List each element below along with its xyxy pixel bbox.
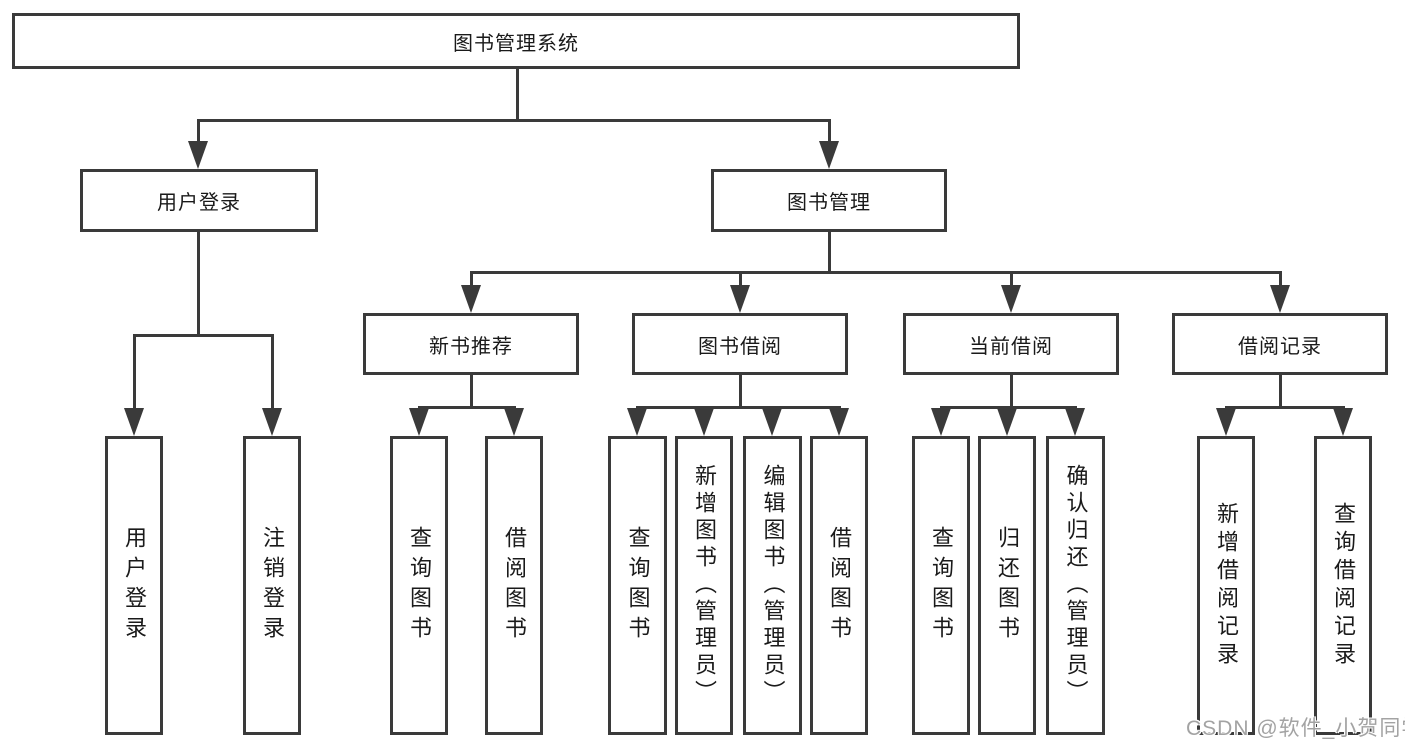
arrow-down-icon [694, 408, 714, 436]
leaf-borrow-books: 借阅图书 [810, 436, 868, 735]
leaf-logout: 注销登录 [243, 436, 301, 735]
leaf-label: 借阅图书 [827, 525, 852, 646]
connector-drop [271, 334, 274, 416]
arrow-down-icon [124, 408, 144, 436]
arrow-down-icon [262, 408, 282, 436]
leaf-label: 查询图书 [625, 525, 651, 646]
leaf-label: 归还图书 [995, 525, 1020, 646]
connector-stem [197, 232, 200, 337]
arrow-down-icon [730, 285, 750, 313]
node-book-borrow: 图书借阅 [632, 313, 848, 375]
connector-bus [197, 119, 831, 122]
leaf-query-books-borrow: 查询图书 [608, 436, 667, 735]
leaf-user-login-label: 用户登录 [122, 525, 147, 646]
leaf-query-books-current: 查询图书 [912, 436, 970, 735]
leaf-label: 查询图书 [929, 525, 954, 646]
leaf-label: 查询图书 [407, 525, 432, 646]
leaf-user-login: 用户登录 [105, 436, 163, 735]
arrow-down-icon [829, 408, 849, 436]
arrow-down-icon [1333, 408, 1353, 436]
leaf-logout-label: 注销登录 [260, 525, 285, 646]
arrow-down-icon [1065, 408, 1085, 436]
arrow-down-icon [1216, 408, 1236, 436]
leaf-edit-book-admin: 编辑图书（管理员） [743, 436, 802, 735]
connector-drop [197, 119, 200, 149]
node-user-login: 用户登录 [80, 169, 318, 232]
arrow-down-icon [931, 408, 951, 436]
connector-stem [1010, 375, 1013, 409]
connector-bus [418, 406, 516, 409]
node-book-management: 图书管理 [711, 169, 947, 232]
connector-stem [516, 69, 519, 122]
arrow-down-icon [188, 141, 208, 169]
connector-stem [470, 375, 473, 409]
arrow-down-icon [461, 285, 481, 313]
watermark: CSDN @软件_小贺同学 [1186, 717, 1405, 740]
arrow-down-icon [1270, 285, 1290, 313]
leaf-add-borrow-record: 新增借阅记录 [1197, 436, 1255, 735]
connector-drop [739, 271, 742, 293]
leaf-label: 借阅图书 [502, 525, 527, 646]
leaf-query-books-recommend: 查询图书 [390, 436, 448, 735]
leaf-label: 确认归还（管理员） [1063, 464, 1089, 707]
node-library-system: 图书管理系统 [12, 13, 1020, 69]
connector-bus [133, 334, 274, 337]
node-current-borrow: 当前借阅 [903, 313, 1119, 375]
node-borrow-records: 借阅记录 [1172, 313, 1388, 375]
connector-drop [133, 334, 136, 416]
leaf-query-borrow-record: 查询借阅记录 [1314, 436, 1372, 735]
arrow-down-icon [819, 141, 839, 169]
arrow-down-icon [762, 408, 782, 436]
connector-bus [1225, 406, 1345, 409]
leaf-label: 新增借阅记录 [1214, 501, 1239, 670]
leaf-confirm-return-admin: 确认归还（管理员） [1046, 436, 1105, 735]
connector-stem [828, 232, 831, 274]
leaf-label: 查询借阅记录 [1331, 501, 1356, 670]
leaf-add-book-admin: 新增图书（管理员） [675, 436, 733, 735]
leaf-label: 编辑图书（管理员） [760, 464, 786, 707]
connector-drop [1279, 271, 1282, 293]
connector-drop [470, 271, 473, 293]
connector-bus [636, 406, 841, 409]
connector-bus [470, 271, 1282, 274]
arrow-down-icon [1001, 285, 1021, 313]
leaf-label: 新增图书（管理员） [692, 464, 717, 707]
arrow-down-icon [627, 408, 647, 436]
node-new-book-recommend: 新书推荐 [363, 313, 579, 375]
leaf-borrow-books-recommend: 借阅图书 [485, 436, 543, 735]
connector-drop [828, 119, 831, 149]
connector-stem [1279, 375, 1282, 409]
connector-drop [1010, 271, 1013, 293]
arrow-down-icon [409, 408, 429, 436]
arrow-down-icon [504, 408, 524, 436]
connector-stem [739, 375, 742, 409]
leaf-return-books: 归还图书 [978, 436, 1036, 735]
arrow-down-icon [997, 408, 1017, 436]
